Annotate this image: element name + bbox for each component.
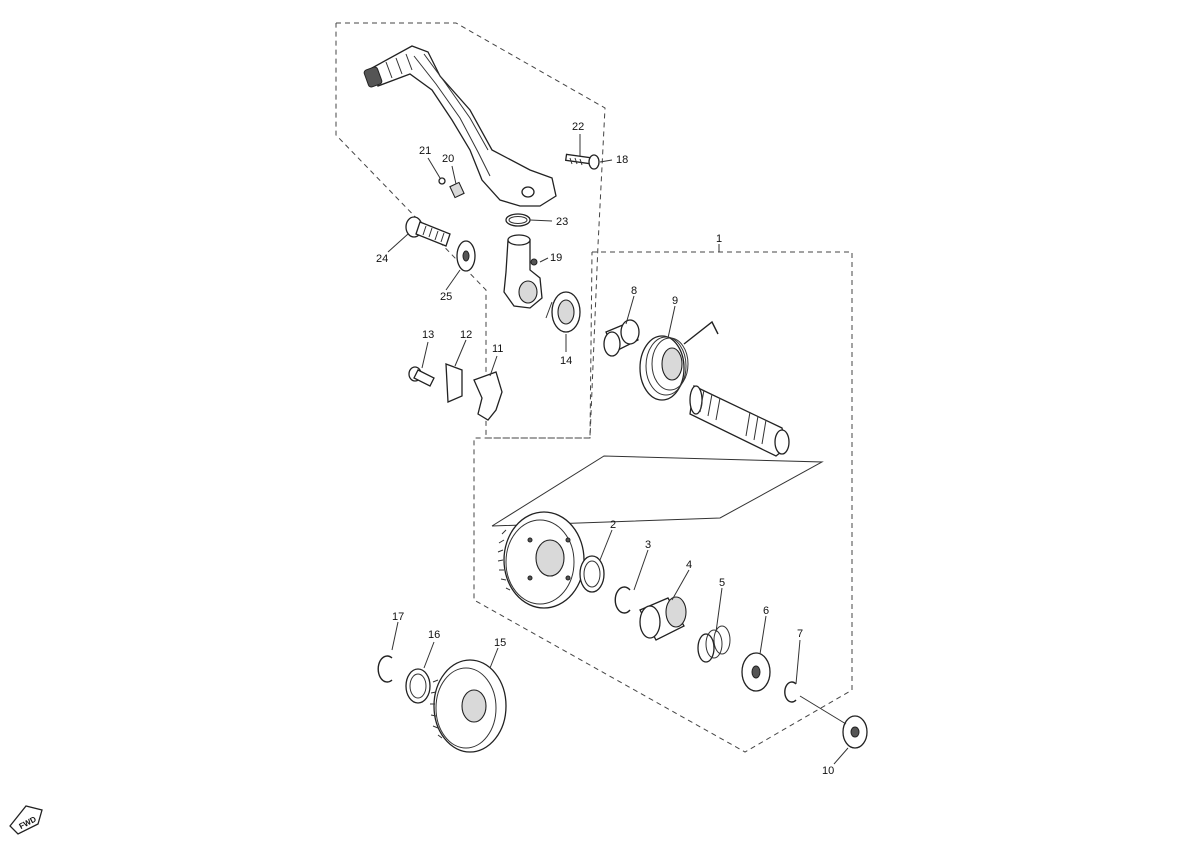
callout-12: 12: [460, 329, 472, 341]
callout-3: 3: [645, 539, 651, 551]
leader-lines: [387, 134, 849, 765]
lever-ball: [438, 177, 446, 185]
callout-7: 7: [797, 628, 803, 640]
callout-5: 5: [719, 577, 725, 589]
stopper-plate: [445, 363, 463, 403]
callout-22: 22: [572, 121, 584, 133]
callout-23: 23: [556, 216, 568, 228]
torsion-spring: [639, 320, 719, 401]
pivot-bolt: [405, 216, 451, 247]
callout-8: 8: [631, 285, 637, 297]
axle-circlip: [614, 586, 631, 614]
callout-25: 25: [440, 291, 452, 303]
callout-labels: 1 2 3 4 5 6 7 8 9 10 11 12 13 14 15 16 1…: [376, 121, 834, 777]
callout-24: 24: [376, 253, 388, 265]
idle-gear-circlip: [377, 655, 393, 683]
callout-1: 1: [716, 233, 722, 245]
callout-10: 10: [822, 765, 834, 777]
spring-washer: [741, 652, 771, 692]
callout-9: 9: [672, 295, 678, 307]
callout-14: 14: [560, 355, 572, 367]
callout-15: 15: [494, 637, 506, 649]
callout-11: 11: [492, 343, 503, 355]
kick-axle: [689, 385, 790, 457]
washer-axis-line: [799, 695, 847, 725]
ratchet-wheel: [639, 596, 687, 641]
kick-axle-assembly-outline: [473, 251, 853, 753]
thrust-washer: [579, 555, 605, 593]
kick-boss: [503, 234, 543, 309]
fwd-direction-badge: FWD: [9, 805, 43, 835]
callout-20: 20: [442, 153, 454, 165]
idle-gear-washer: [405, 668, 431, 704]
kick-drive-gear: [497, 511, 585, 609]
ratchet-spring: [697, 625, 731, 663]
pivot-washer: [456, 240, 476, 272]
callout-18: 18: [616, 154, 628, 166]
oil-seal: [545, 291, 581, 333]
lever-spring: [449, 181, 465, 199]
axle-axis-plane: [491, 455, 824, 527]
callout-19: 19: [550, 252, 562, 264]
kick-lever-group-outline: [335, 22, 606, 439]
callout-21: 21: [419, 145, 431, 157]
kick-stopper: [473, 371, 503, 421]
callout-6: 6: [763, 605, 769, 617]
callout-13: 13: [422, 329, 434, 341]
callout-16: 16: [428, 629, 440, 641]
callout-2: 2: [610, 519, 616, 531]
bushing: [603, 319, 640, 357]
stopper-bolt: [408, 366, 435, 387]
kick-idle-gear: [430, 659, 507, 753]
lever-bolt: [564, 153, 600, 170]
outer-circlip: [784, 681, 797, 703]
callout-4: 4: [686, 559, 692, 571]
callout-17: 17: [392, 611, 404, 623]
axle-end-washer: [842, 715, 868, 749]
kick-crank-lever: [363, 45, 557, 207]
lever-circlip: [505, 213, 531, 227]
